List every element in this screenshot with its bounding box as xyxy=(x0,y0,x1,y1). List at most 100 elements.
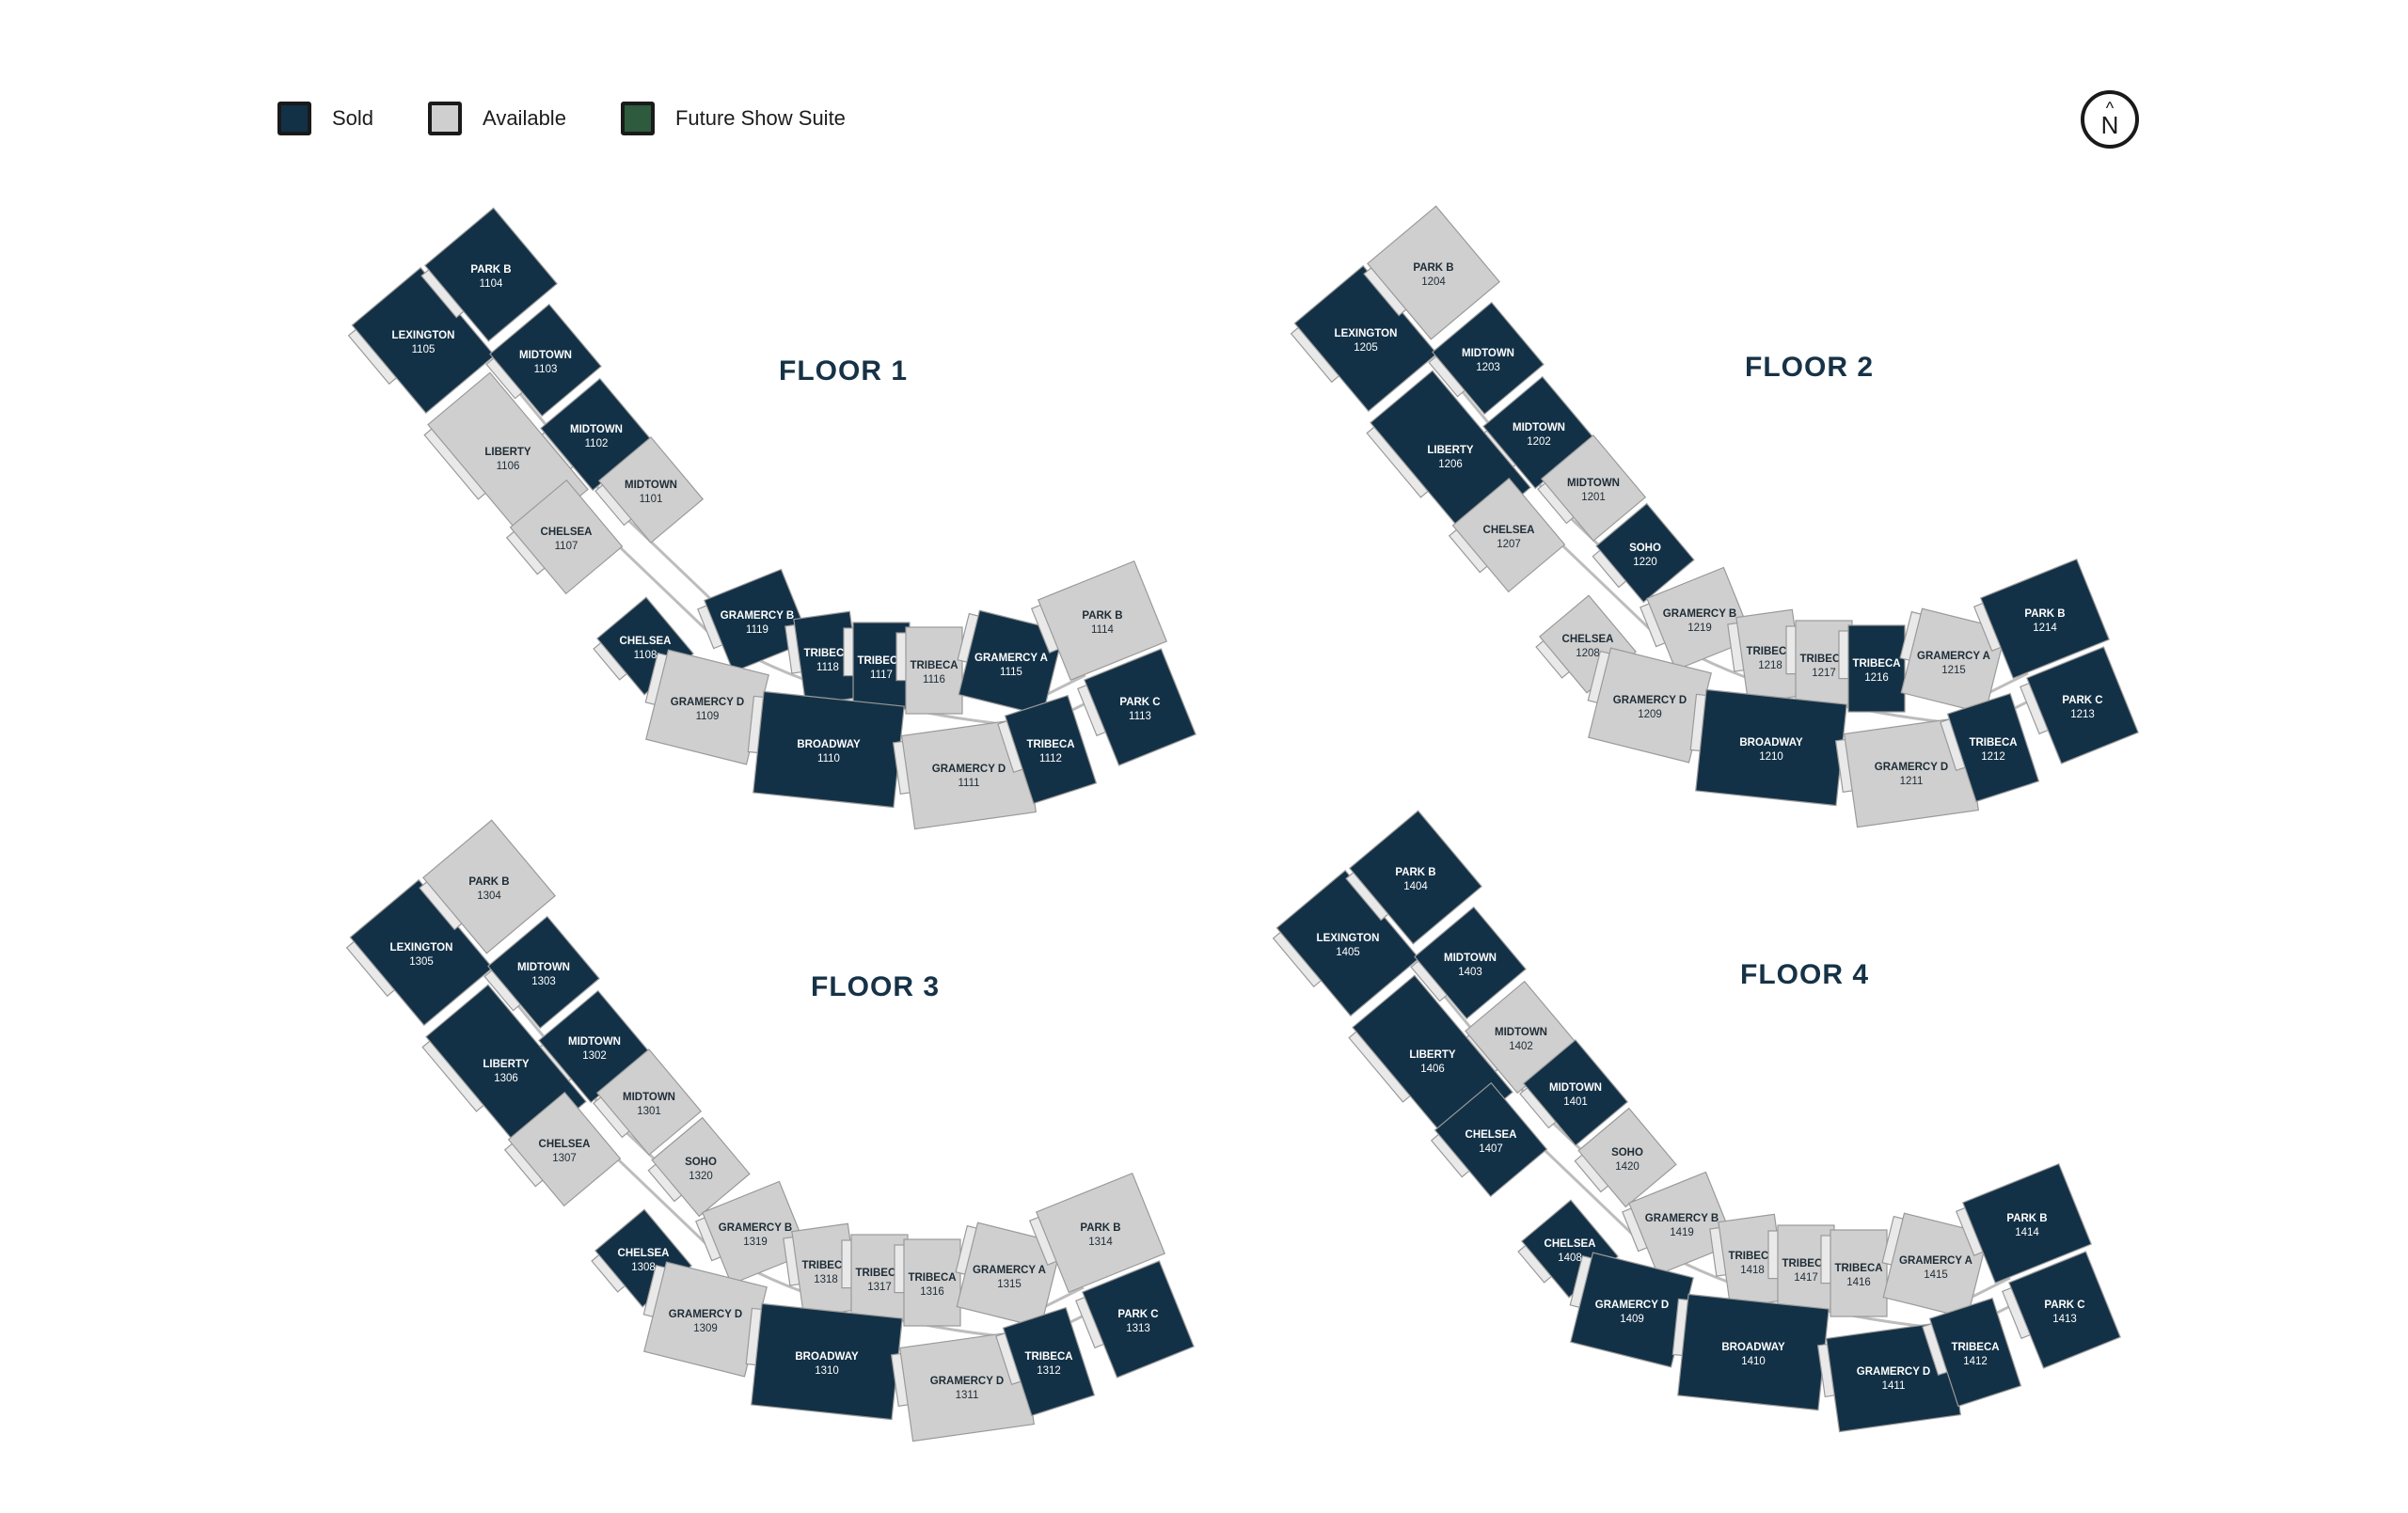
unit-1305[interactable] xyxy=(343,878,494,1032)
unit-shape[interactable] xyxy=(956,1221,1063,1329)
unit-1105[interactable] xyxy=(345,266,496,419)
unit-shape[interactable] xyxy=(958,609,1065,717)
unit-1112[interactable] xyxy=(996,694,1098,807)
unit-1101[interactable] xyxy=(592,436,705,549)
unit-shape[interactable] xyxy=(1414,906,1527,1020)
unit-1419[interactable] xyxy=(1621,1171,1735,1279)
unit-shape[interactable] xyxy=(651,1116,751,1218)
unit-1210[interactable] xyxy=(1687,688,1847,807)
unit-1413[interactable] xyxy=(2001,1251,2121,1372)
unit-shape[interactable] xyxy=(1002,1306,1096,1417)
unit-1110[interactable] xyxy=(744,690,905,809)
unit-1312[interactable] xyxy=(994,1306,1096,1419)
unit-1103[interactable] xyxy=(483,303,602,422)
unit-1119[interactable] xyxy=(696,568,811,676)
unit-shape[interactable] xyxy=(1928,1297,2022,1408)
unit-shape[interactable] xyxy=(1432,301,1545,416)
unit-1219[interactable] xyxy=(1639,566,1753,674)
unit-shape[interactable] xyxy=(1434,1081,1548,1198)
unit-shape[interactable] xyxy=(1946,692,2040,803)
unit-shape[interactable] xyxy=(1628,1171,1735,1276)
unit-shape[interactable] xyxy=(507,1091,622,1207)
unit-shape[interactable] xyxy=(1004,694,1098,805)
unit-shape[interactable] xyxy=(1084,648,1196,766)
unit-1420[interactable] xyxy=(1571,1107,1677,1213)
unit-shape[interactable] xyxy=(1540,434,1647,542)
unit-1109[interactable] xyxy=(637,648,769,765)
unit-1220[interactable] xyxy=(1589,502,1695,608)
unit-1319[interactable] xyxy=(694,1180,809,1288)
unit-1214[interactable] xyxy=(1972,558,2111,682)
unit-1111[interactable] xyxy=(892,717,1038,830)
unit-1407[interactable] xyxy=(1428,1081,1548,1203)
unit-shape[interactable] xyxy=(1451,477,1566,593)
unit-shape[interactable] xyxy=(1979,558,2111,680)
unit-1213[interactable] xyxy=(2019,646,2139,767)
unit-shape[interactable] xyxy=(422,819,556,954)
unit-1107[interactable] xyxy=(503,479,624,600)
unit-1104[interactable] xyxy=(418,207,558,347)
unit-1403[interactable] xyxy=(1407,906,1527,1025)
unit-1317[interactable] xyxy=(841,1234,909,1322)
unit-shape[interactable] xyxy=(1961,1162,2093,1284)
unit-1303[interactable] xyxy=(481,915,600,1034)
unit-shape[interactable] xyxy=(489,303,602,418)
unit-1211[interactable] xyxy=(1834,716,1980,828)
unit-shape[interactable] xyxy=(1082,1260,1195,1379)
unit-1113[interactable] xyxy=(1076,648,1196,769)
unit-shape[interactable] xyxy=(1646,566,1753,671)
unit-1114[interactable] xyxy=(1030,559,1168,684)
unit-1314[interactable] xyxy=(1028,1172,1166,1296)
unit-shape[interactable] xyxy=(903,1238,961,1327)
unit-1215[interactable] xyxy=(1893,607,2007,715)
unit-1116[interactable] xyxy=(895,626,963,715)
unit-shape[interactable] xyxy=(1037,559,1168,682)
unit-shape[interactable] xyxy=(1900,607,2007,715)
unit-1320[interactable] xyxy=(644,1116,751,1222)
unit-1115[interactable] xyxy=(950,608,1065,717)
unit-shape[interactable] xyxy=(1349,810,1482,945)
unit-shape[interactable] xyxy=(597,436,705,544)
unit-shape[interactable] xyxy=(1882,1212,1989,1319)
unit-shape[interactable] xyxy=(1522,1039,1629,1146)
unit-1410[interactable] xyxy=(1669,1293,1830,1411)
unit-1409[interactable] xyxy=(1561,1251,1694,1368)
unit-1204[interactable] xyxy=(1360,205,1500,345)
unit-1207[interactable] xyxy=(1446,477,1566,598)
unit-1307[interactable] xyxy=(501,1091,622,1212)
unit-shape[interactable] xyxy=(704,568,811,673)
unit-shape[interactable] xyxy=(2008,1251,2121,1369)
unit-1203[interactable] xyxy=(1425,301,1545,420)
unit-1313[interactable] xyxy=(1074,1260,1195,1381)
unit-shape[interactable] xyxy=(905,626,963,715)
unit-shape[interactable] xyxy=(1577,1107,1677,1208)
unit-1412[interactable] xyxy=(1921,1297,2022,1410)
unit-name: BROADWAY xyxy=(795,1351,859,1363)
unit-1315[interactable] xyxy=(948,1221,1063,1329)
unit-1301[interactable] xyxy=(590,1048,703,1161)
unit-1201[interactable] xyxy=(1534,434,1647,547)
unit-1415[interactable] xyxy=(1875,1211,1989,1319)
unit-shape[interactable] xyxy=(1595,502,1695,604)
unit-shape[interactable] xyxy=(1035,1172,1166,1294)
unit-number: 1304 xyxy=(477,890,501,902)
unit-1414[interactable] xyxy=(1955,1162,2093,1286)
unit-shape[interactable] xyxy=(2026,646,2139,764)
unit-1311[interactable] xyxy=(890,1330,1036,1442)
unit-shape[interactable] xyxy=(702,1180,809,1285)
unit-shape[interactable] xyxy=(1367,205,1500,340)
unit-shape[interactable] xyxy=(1830,1229,1888,1317)
unit-shape[interactable] xyxy=(595,1048,703,1156)
unit-1401[interactable] xyxy=(1516,1039,1629,1152)
unit-1316[interactable] xyxy=(894,1238,961,1327)
unit-shape[interactable] xyxy=(487,915,600,1030)
unit-name: SOHO xyxy=(1611,1147,1643,1158)
unit-1304[interactable] xyxy=(416,819,556,959)
unit-1404[interactable] xyxy=(1342,810,1482,950)
unit-1416[interactable] xyxy=(1820,1229,1888,1317)
unit-1212[interactable] xyxy=(1939,692,2040,805)
unit-shape[interactable] xyxy=(509,479,624,595)
unit-shape[interactable] xyxy=(424,207,558,342)
unit-shape[interactable] xyxy=(1847,624,1906,713)
unit-1216[interactable] xyxy=(1838,624,1906,713)
